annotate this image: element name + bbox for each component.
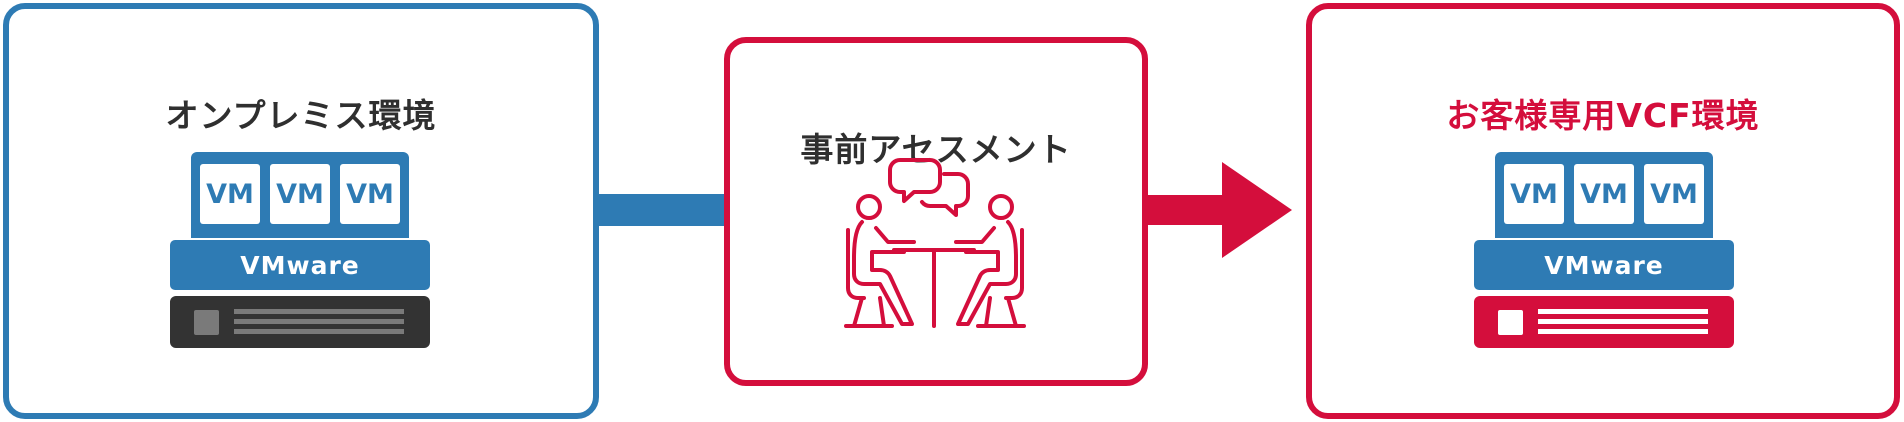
vmware-bar: VMware	[170, 240, 430, 290]
vm-tray: VM VM VM	[1495, 152, 1713, 238]
vmware-bar: VMware	[1474, 240, 1734, 290]
hardware-line	[234, 329, 404, 334]
hardware-line	[234, 309, 404, 314]
vcf-title: お客様専用VCF環境	[1446, 96, 1760, 135]
vm-chip: VM	[1644, 164, 1704, 224]
arrow-right-icon	[1146, 162, 1292, 258]
vm-chip: VM	[270, 164, 330, 224]
hardware-line	[1538, 319, 1708, 324]
hardware-server-icon	[170, 296, 430, 348]
vm-chip: VM	[200, 164, 260, 224]
vcf-server-stack: VM VM VM VMware	[1474, 152, 1734, 348]
meeting-icon	[844, 158, 1026, 328]
hardware-server-icon	[1474, 296, 1734, 348]
hardware-line	[1538, 309, 1708, 314]
hardware-indicator	[1498, 310, 1523, 335]
vm-chip: VM	[1504, 164, 1564, 224]
hardware-indicator	[194, 310, 219, 335]
onprem-title: オンプレミス環境	[165, 96, 437, 135]
onprem-server-stack: VM VM VM VMware	[170, 152, 430, 348]
hardware-line	[234, 319, 404, 324]
vm-chip: VM	[340, 164, 400, 224]
connector-line	[598, 194, 726, 226]
vm-chip: VM	[1574, 164, 1634, 224]
hardware-line	[1538, 329, 1708, 334]
vm-tray: VM VM VM	[191, 152, 409, 238]
